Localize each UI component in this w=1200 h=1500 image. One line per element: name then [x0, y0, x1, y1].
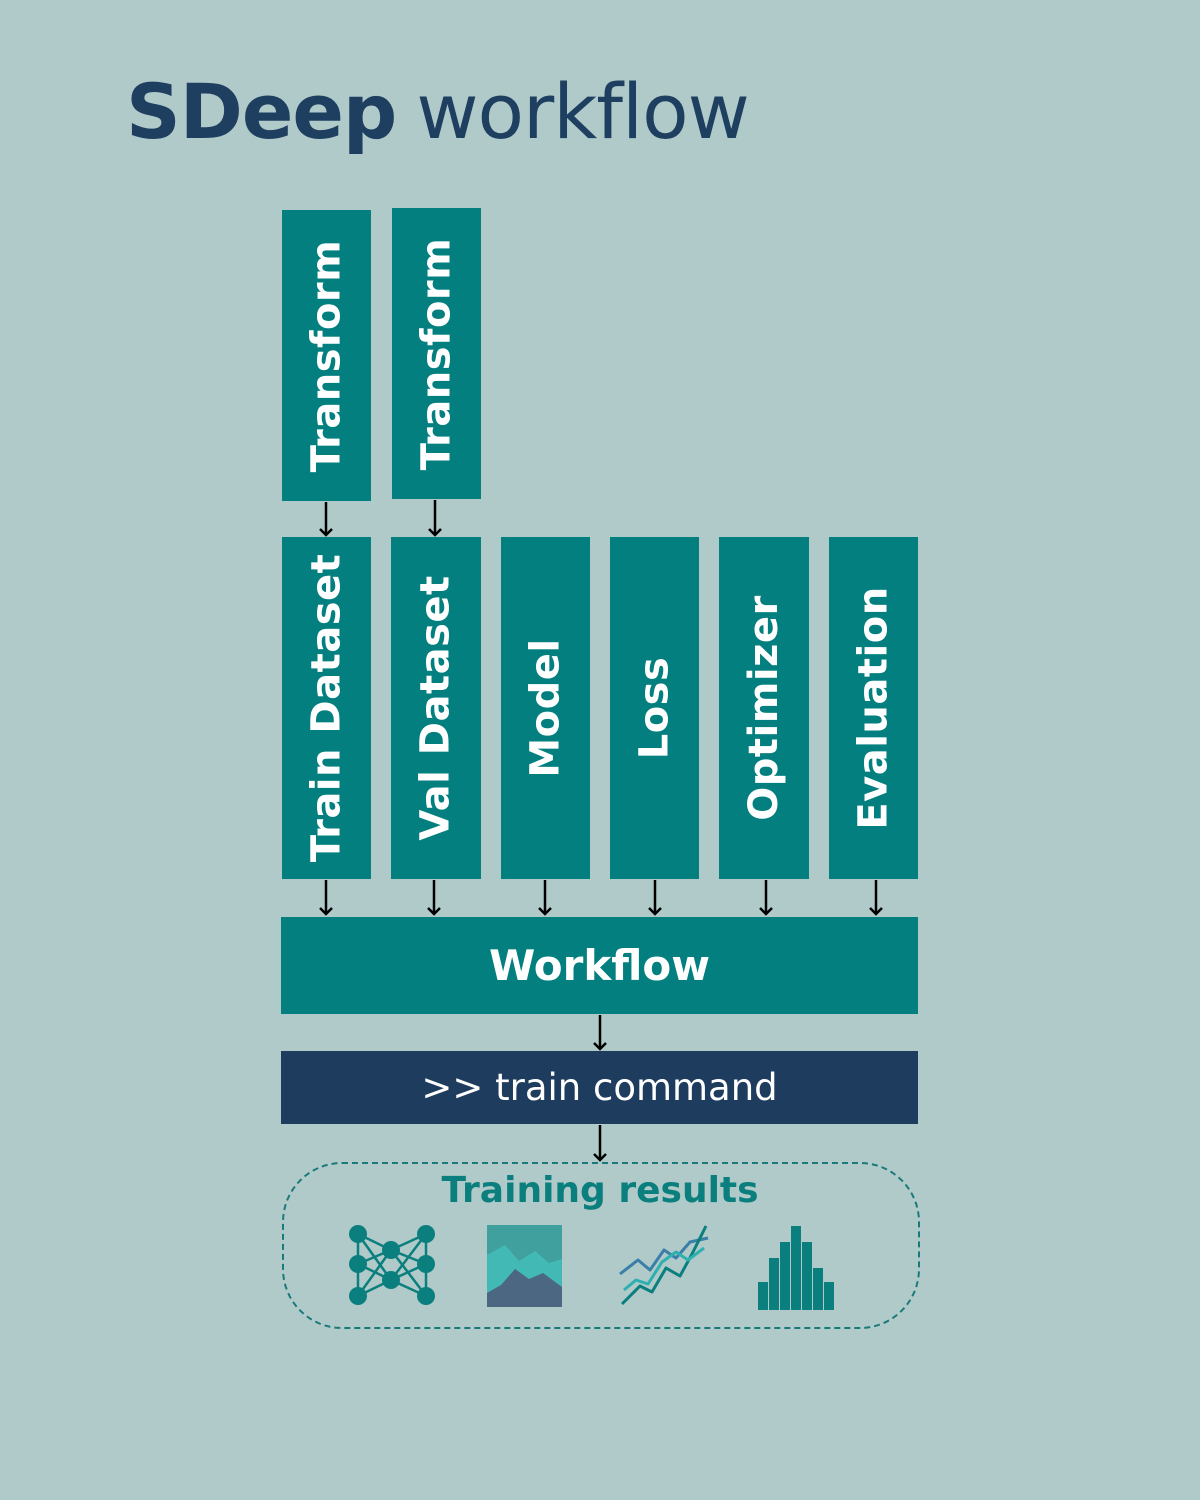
- title-bold: SDeep: [126, 67, 397, 156]
- training-results-group: [282, 1162, 920, 1329]
- loss-box: Loss: [610, 537, 699, 879]
- train-command-label: >> train command: [421, 1066, 778, 1109]
- train-command-bar: >> train command: [281, 1051, 918, 1124]
- title-light: workflow: [416, 67, 749, 156]
- arrow-transform-val-head: [428, 528, 442, 537]
- area-chart-icon: [487, 1225, 562, 1307]
- optimizer-box: Optimizer: [719, 537, 809, 879]
- arrow-transform-train-head: [319, 528, 333, 537]
- model-box: Model: [501, 537, 590, 879]
- transform-train-box: Transform: [282, 210, 371, 501]
- training-results-title: Training results: [441, 1170, 759, 1211]
- val-dataset-box: Val Dataset: [391, 537, 481, 879]
- workflow-box: Workflow: [281, 917, 918, 1014]
- workflow-label: Workflow: [488, 941, 711, 990]
- evaluation-box: Evaluation: [829, 537, 918, 879]
- line-chart-icon: [619, 1225, 709, 1306]
- train-dataset-box: Train Dataset: [282, 537, 371, 879]
- transform-val-box: Transform: [392, 208, 481, 499]
- histogram-icon: [758, 1226, 834, 1310]
- neural-network-icon: [349, 1225, 435, 1305]
